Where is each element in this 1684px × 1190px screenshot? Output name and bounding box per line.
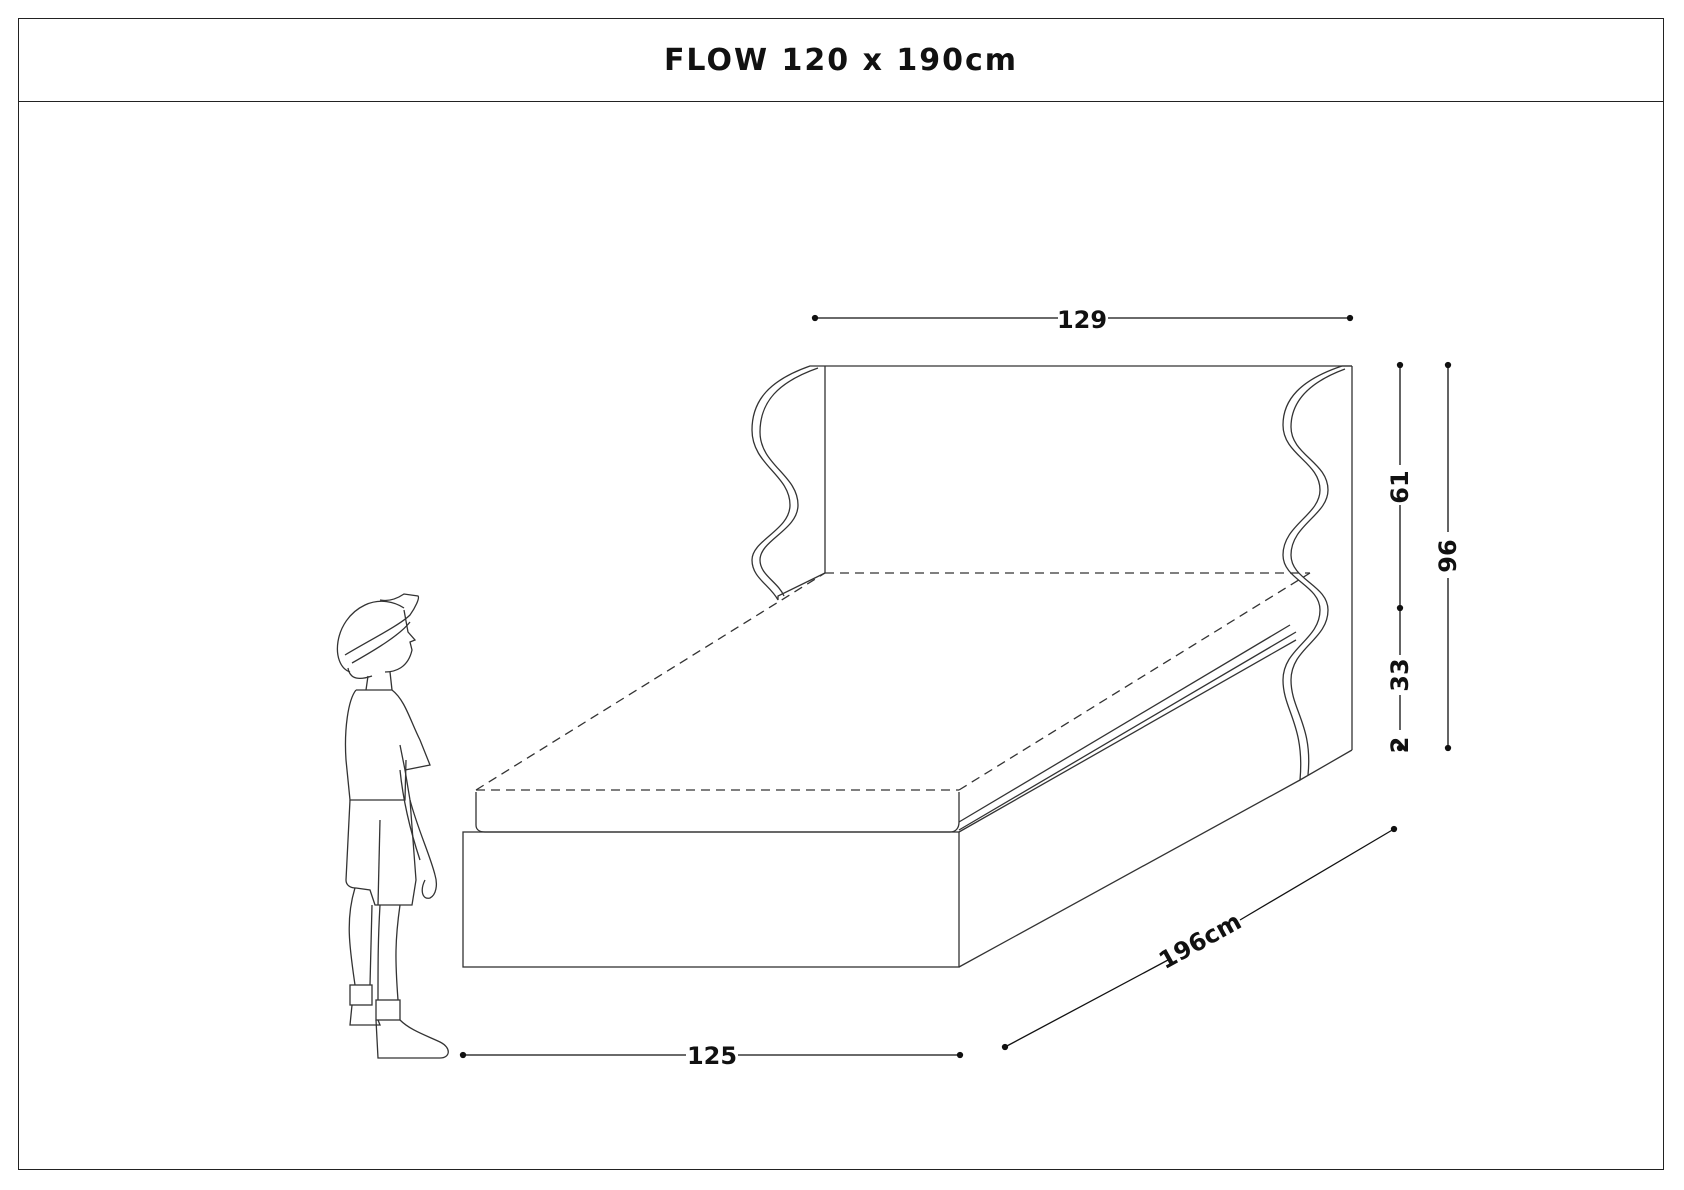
label-side-height: 33 xyxy=(1386,658,1414,691)
dim-total-height xyxy=(1444,361,1452,752)
label-total-height: 96 xyxy=(1434,539,1462,572)
label-headboard-width: 129 xyxy=(1057,306,1107,334)
drawing-frame: FLOW 120 x 190cm xyxy=(18,18,1664,1170)
label-length: 196cm xyxy=(1154,907,1246,975)
label-base-width: 125 xyxy=(687,1042,737,1070)
label-headboard-height: 61 xyxy=(1386,470,1414,503)
dim-headboard-width xyxy=(811,314,1354,322)
dim-base-width xyxy=(459,1051,964,1059)
label-leg-height: 2 xyxy=(1386,737,1414,754)
page-title: FLOW 120 x 190cm xyxy=(663,42,1019,78)
dim-height-breakdown xyxy=(1396,361,1404,752)
headboard xyxy=(751,365,1353,782)
mattress xyxy=(475,572,1311,833)
bed-base xyxy=(462,639,1301,968)
dim-length xyxy=(1001,825,1398,1051)
title-bar: FLOW 120 x 190cm xyxy=(19,19,1663,102)
child-figure xyxy=(336,593,449,1059)
